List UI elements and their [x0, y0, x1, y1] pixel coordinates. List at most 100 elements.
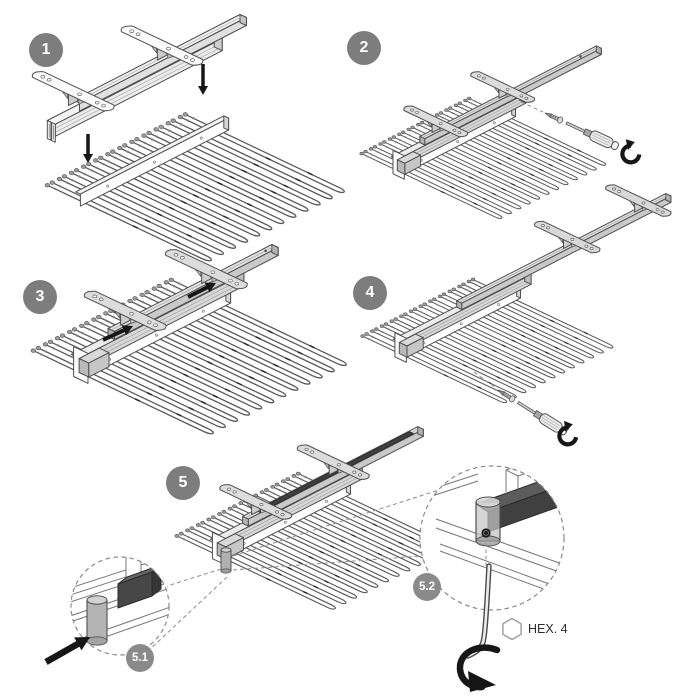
ellipse-shape — [475, 496, 501, 508]
wire-end-cap — [264, 488, 269, 492]
rect-shape — [610, 141, 619, 151]
line-shape — [295, 178, 301, 182]
line-shape — [542, 417, 559, 429]
polygon-shape — [505, 466, 559, 477]
wire-end-cap — [416, 122, 421, 127]
bracket-hole — [519, 94, 524, 98]
mount-bracket — [470, 71, 536, 103]
wire-end-cap — [403, 312, 408, 316]
path-shape — [557, 425, 579, 447]
line-shape — [200, 400, 207, 405]
wire-knob — [376, 150, 379, 153]
bracket-hole — [135, 32, 141, 36]
line-shape — [297, 561, 303, 565]
wire-end-cap — [391, 135, 396, 139]
wire-knob — [404, 136, 407, 139]
wire-knob — [464, 288, 467, 291]
line-shape — [182, 373, 189, 377]
wire-end-cap — [227, 506, 233, 511]
line-shape — [505, 394, 510, 398]
wire-end-cap — [368, 147, 374, 151]
polygon-shape — [79, 17, 247, 112]
line-shape — [492, 349, 497, 353]
wire-end-cap — [401, 130, 406, 135]
wire-knob — [155, 135, 159, 138]
wire-knob — [377, 333, 380, 336]
polygon-shape — [242, 515, 249, 527]
wire-end-cap — [174, 534, 180, 538]
bracket-hole — [77, 92, 82, 96]
hanger-wires — [359, 96, 607, 219]
line-shape — [309, 344, 315, 349]
rail-end-cap — [392, 149, 422, 180]
wire-end-cap — [151, 286, 157, 291]
hanger-loop — [465, 97, 607, 166]
line-shape — [236, 382, 243, 386]
wire-knob — [64, 340, 67, 344]
line-shape — [207, 360, 213, 365]
hanger-loop — [219, 511, 379, 588]
wire-knob — [389, 143, 392, 146]
wire-end-cap — [127, 298, 133, 304]
hanger-loop — [459, 283, 604, 354]
line-shape — [340, 539, 346, 543]
step-5-illustration — [44, 426, 565, 692]
wire-end-cap — [163, 280, 169, 285]
wire-end-cap — [105, 152, 111, 157]
polygon-shape — [419, 135, 426, 146]
rail-end-cap — [73, 346, 110, 384]
line-shape — [186, 233, 192, 238]
wire-knob — [81, 332, 84, 335]
wire-knob — [416, 313, 419, 316]
rack-spine — [75, 115, 230, 207]
line-shape — [576, 149, 582, 153]
line-shape — [267, 329, 274, 334]
wire-knob — [107, 160, 110, 163]
bracket-hole — [259, 503, 264, 507]
hanger-loop — [208, 516, 368, 594]
spine-hole — [283, 520, 287, 524]
hanger-loop — [57, 335, 239, 422]
polygon-shape — [461, 195, 672, 311]
bracket-plate — [83, 290, 167, 331]
line-shape — [217, 471, 363, 547]
wire-end-cap — [158, 124, 164, 129]
hanger-loop — [420, 303, 566, 374]
wire-end-cap — [374, 327, 379, 331]
hanger-loop — [370, 146, 512, 215]
line-shape — [313, 585, 319, 589]
wire-end-cap — [141, 133, 147, 138]
line-shape — [132, 225, 139, 229]
wire-end-cap — [98, 155, 104, 160]
bracket-plate — [403, 105, 469, 138]
wire-knob — [88, 328, 91, 331]
rect-shape — [516, 401, 537, 415]
polygon-shape — [417, 426, 424, 437]
bracket-hole — [310, 450, 315, 454]
stopper-pin-top — [220, 547, 232, 553]
wire-end-cap — [110, 149, 116, 154]
wire-end-cap — [457, 101, 462, 106]
wire-knob — [105, 319, 108, 322]
wire-end-cap — [221, 509, 227, 514]
wire-end-cap — [470, 277, 476, 282]
line-shape — [539, 168, 544, 172]
bracket-hole — [546, 226, 550, 230]
bracket-hole — [210, 270, 216, 274]
line-shape — [222, 215, 229, 219]
wire-knob — [435, 303, 438, 306]
step-5-badge: 5 — [166, 466, 200, 500]
wire-knob — [143, 141, 147, 145]
hanger-loop — [119, 144, 285, 225]
step-4-illustration — [360, 184, 672, 447]
line-shape — [248, 375, 255, 380]
down-arrow-icon — [198, 64, 208, 95]
wire-knob — [69, 338, 72, 341]
step-1-illustration — [31, 14, 345, 262]
line-shape — [459, 181, 464, 184]
wire-knob — [214, 521, 217, 524]
hanger-loop — [261, 489, 421, 566]
line-shape — [529, 173, 534, 177]
wire-end-cap — [408, 309, 414, 314]
